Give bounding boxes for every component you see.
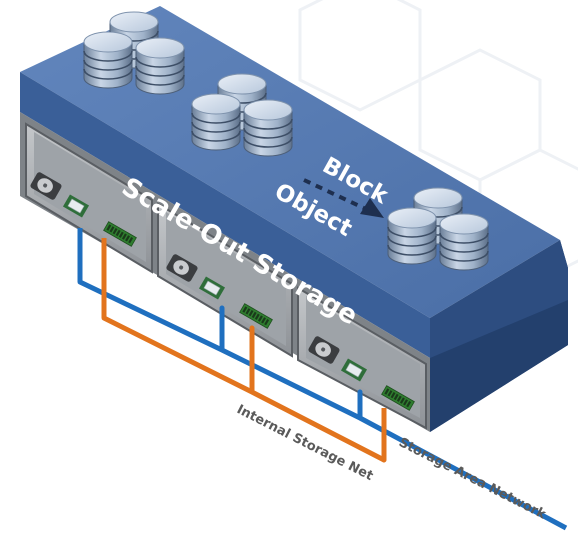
dashed-arrow-icon xyxy=(303,178,384,218)
disk-stacks xyxy=(83,11,489,271)
memory-module-icon xyxy=(103,221,137,247)
disk-cylinder xyxy=(243,99,293,157)
memory-module-icon xyxy=(381,385,415,411)
disk-cylinder xyxy=(135,37,185,95)
san-line xyxy=(77,228,568,531)
network-lines xyxy=(77,228,568,531)
disk-cylinder xyxy=(191,93,241,151)
cpu-chip-icon xyxy=(198,276,226,300)
memory-module-icon xyxy=(239,303,273,329)
disk-cylinder xyxy=(439,213,489,271)
cpu-chip-icon xyxy=(62,194,90,218)
disk-stack-icon xyxy=(83,11,185,95)
disk-cylinder xyxy=(387,207,437,265)
hard-drive-icon xyxy=(30,172,62,200)
enclosure-front-band xyxy=(20,72,430,358)
disk-stack-icon xyxy=(387,187,489,271)
internal-net-line xyxy=(101,238,387,463)
cpu-chip-icon xyxy=(340,358,368,382)
storage-area-network-label: Storage Area Network xyxy=(396,435,548,522)
disk-cylinder xyxy=(83,31,133,89)
hard-drive-icon xyxy=(308,336,340,364)
bay-components xyxy=(30,172,415,411)
disk-stack-icon xyxy=(191,73,293,157)
hard-drive-icon xyxy=(166,254,198,282)
